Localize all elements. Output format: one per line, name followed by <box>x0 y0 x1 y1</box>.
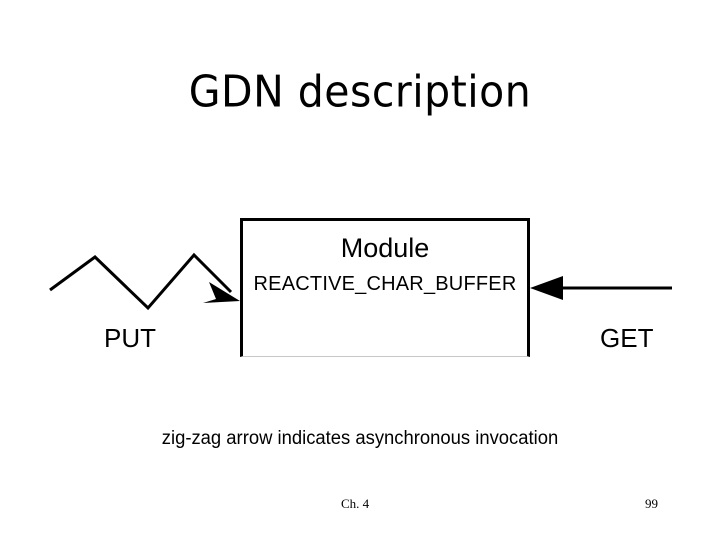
put-port-label: PUT <box>104 323 156 353</box>
straight-arrow <box>530 276 672 300</box>
module-name-label: REACTIVE_CHAR_BUFFER <box>253 273 517 295</box>
zig-zag-arrow-head <box>203 282 240 303</box>
get-port-label: GET <box>600 323 654 353</box>
straight-arrow-head <box>530 276 563 300</box>
diagram-caption: zig-zag arrow indicates asynchronous inv… <box>161 428 559 449</box>
footer-page-number: 99 <box>645 496 658 511</box>
zig-zag-arrow <box>49 252 240 311</box>
page-title: GDN description <box>188 66 532 117</box>
module-box <box>240 218 530 357</box>
footer-chapter-label: Ch. 4 <box>341 496 370 511</box>
module-heading-label: Module <box>340 233 430 263</box>
zig-zag-arrow-shaft <box>49 252 233 311</box>
